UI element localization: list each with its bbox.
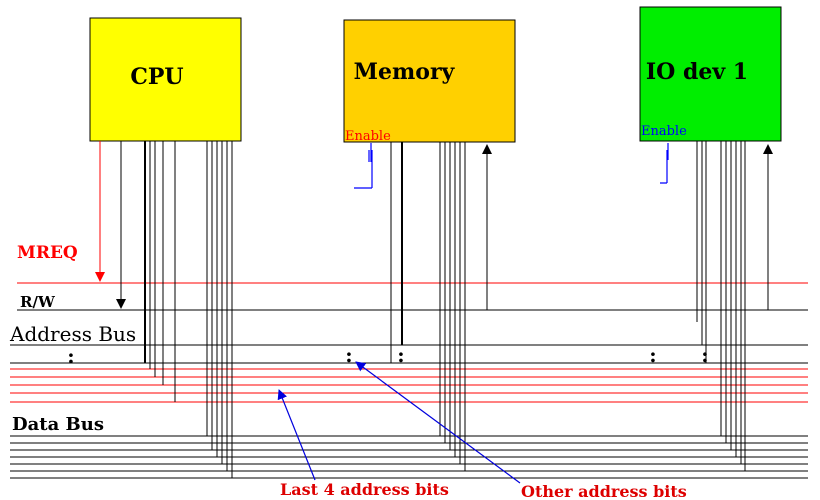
io-enable-line [660,143,669,184]
last-bits-arrow [277,389,316,481]
ellipsis: : [67,344,74,368]
cpu-label: CPU [130,64,183,90]
ellipsis: : [701,343,708,367]
data-bus-label: Data Bus [12,414,104,435]
io-block: IO dev 1 Enable [639,6,782,142]
cpu-block: CPU [89,17,242,142]
address-bus-label: Address Bus [9,322,136,346]
ellipsis: : [649,343,656,367]
mreq-label: MREQ [17,243,78,263]
last-bits-label: Last 4 address bits [280,480,449,499]
ellipsis: : [397,343,404,367]
memory-enable-line [354,143,373,189]
io-label: IO dev 1 [646,59,748,85]
memory-label: Memory [354,59,456,85]
other-bits-label: Other address bits [521,482,687,500]
memory-enable-label: Enable [345,129,391,144]
rw-label: R/W [20,293,56,311]
other-bits-arrow [355,361,521,484]
io-enable-label: Enable [641,124,687,139]
ellipsis: : [345,343,352,367]
memory-block: Memory Enable [343,19,516,144]
